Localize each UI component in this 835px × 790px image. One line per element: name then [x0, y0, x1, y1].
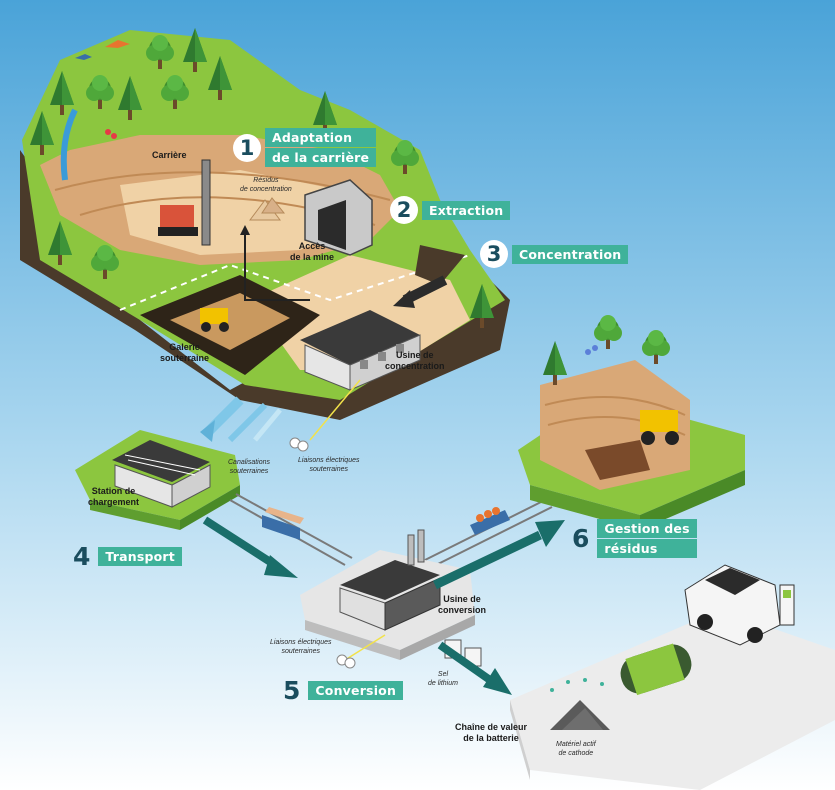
gallery-loader-wheel — [219, 322, 229, 332]
conversion-cables — [336, 634, 386, 669]
step-2-number: 2 — [390, 196, 418, 224]
label-liaisons-1: Liaisons électriques souterraines — [298, 456, 359, 474]
label-chaine: Chaîne de valeur de la batterie — [455, 722, 527, 744]
drill-track — [158, 227, 198, 236]
step-2: 2 Extraction — [390, 196, 511, 224]
step-1-number: 1 — [233, 133, 261, 162]
step-5: 5 Conversion — [283, 676, 404, 705]
label-residus-line2: de concentration — [240, 186, 292, 193]
label-galerie-line1: Galerie — [169, 342, 200, 352]
concentration-plant — [300, 310, 421, 391]
label-chaine-line1: Chaîne de valeur — [455, 722, 528, 732]
train-wagon-2 — [470, 507, 510, 535]
flower — [111, 133, 117, 139]
step-4-label: Transport — [98, 547, 182, 566]
label-usine-concentration-line2: concentration — [385, 361, 445, 371]
step-3-number: 3 — [480, 240, 508, 268]
step-6-label-line1: Gestion des — [597, 519, 697, 538]
underground-pipes — [200, 379, 361, 452]
step-4-number: 4 — [73, 542, 91, 571]
residue-island — [518, 315, 745, 530]
label-liaisons-2: Liaisons électriques souterraines — [270, 638, 331, 656]
label-materiel-line2: de cathode — [558, 750, 594, 757]
label-usine-concentration-line1: Usine de — [396, 350, 434, 360]
label-liaisons-1-line1: Liaisons électriques — [298, 457, 360, 464]
step-6: 6 Gestion des résidus — [572, 519, 697, 558]
step-1-label-line2: de la carrière — [265, 148, 377, 167]
label-materiel: Matériel actif de cathode — [556, 740, 596, 758]
label-acces: Accès de la mine — [290, 241, 334, 263]
label-station-line1: Station de — [91, 486, 136, 496]
boundary-dashes — [119, 254, 471, 311]
residue-pile — [249, 197, 286, 221]
step-6-label-line2: résidus — [597, 539, 697, 558]
drill-base — [160, 205, 194, 227]
label-station-line2: chargement — [88, 497, 140, 507]
bird — [75, 54, 92, 60]
label-liaisons-2-line1: Liaisons électriques — [270, 639, 332, 646]
label-sel-line1: Sel — [437, 671, 449, 678]
label-residus: Résidus de concentration — [240, 176, 292, 194]
label-chaine-line2: de la batterie — [463, 733, 519, 743]
mine-trees — [30, 28, 494, 328]
step-5-number: 5 — [283, 676, 301, 705]
electric-car — [684, 564, 795, 646]
drill-rig — [158, 159, 211, 246]
conversion-island — [300, 529, 475, 660]
label-carriere: Carrière — [152, 150, 187, 160]
step-3: 3 Concentration — [480, 240, 629, 268]
step-3-label: Concentration — [512, 244, 629, 264]
underground-gallery — [170, 293, 290, 350]
label-canalisations: Canalisations souterraines — [228, 458, 270, 476]
residue-arrow — [433, 520, 565, 590]
step-1-label-line1: Adaptation — [265, 128, 377, 147]
label-materiel-line1: Matériel actif — [556, 741, 596, 748]
label-usine-conversion: Usine de conversion — [438, 594, 486, 616]
label-acces-line2: de la mine — [290, 252, 335, 262]
mine-access-portal — [304, 179, 373, 256]
label-sel: Sel de lithium — [428, 670, 458, 688]
step-2-label: Extraction — [422, 200, 511, 220]
gallery-loader-wheel — [201, 322, 211, 332]
step-6-number: 6 — [572, 524, 590, 553]
birds — [75, 40, 130, 60]
label-canalisations-line2: souterraines — [229, 468, 269, 475]
drill-tower — [201, 159, 211, 246]
battery-island — [510, 610, 835, 790]
label-liaisons-2-line2: souterraines — [281, 648, 320, 655]
label-station: Station de chargement — [88, 486, 139, 508]
label-liaisons-1-line2: souterraines — [309, 466, 348, 473]
bird — [105, 40, 130, 48]
battery-arrow — [437, 641, 512, 695]
gallery-loader — [200, 308, 228, 324]
label-acces-line1: Accès — [298, 241, 326, 251]
conveyor-3 — [415, 245, 465, 285]
label-sel-line2: de lithium — [428, 680, 458, 687]
step-5-label: Conversion — [308, 681, 404, 700]
label-usine-concentration: Usine de concentration — [385, 350, 445, 372]
transport-arrow — [202, 516, 298, 578]
flow-arrows-mine — [240, 225, 465, 308]
label-usine-conversion-line1: Usine de — [443, 594, 481, 604]
label-residus-line1: Résidus — [253, 177, 279, 184]
flower — [105, 129, 111, 135]
train-wagon-1 — [262, 507, 304, 540]
label-galerie-line2: souterraine — [160, 353, 210, 363]
step-4: 4 Transport — [73, 542, 182, 571]
loading-station-island — [75, 430, 240, 530]
label-galerie: Galerie souterraine — [160, 342, 209, 364]
label-usine-conversion-line2: conversion — [438, 605, 487, 615]
cathode-material-pile — [550, 678, 610, 730]
river — [60, 108, 78, 181]
step-1: 1 Adaptation de la carrière — [233, 128, 377, 167]
label-canalisations-line1: Canalisations — [228, 459, 271, 466]
battery-cell — [620, 643, 692, 696]
